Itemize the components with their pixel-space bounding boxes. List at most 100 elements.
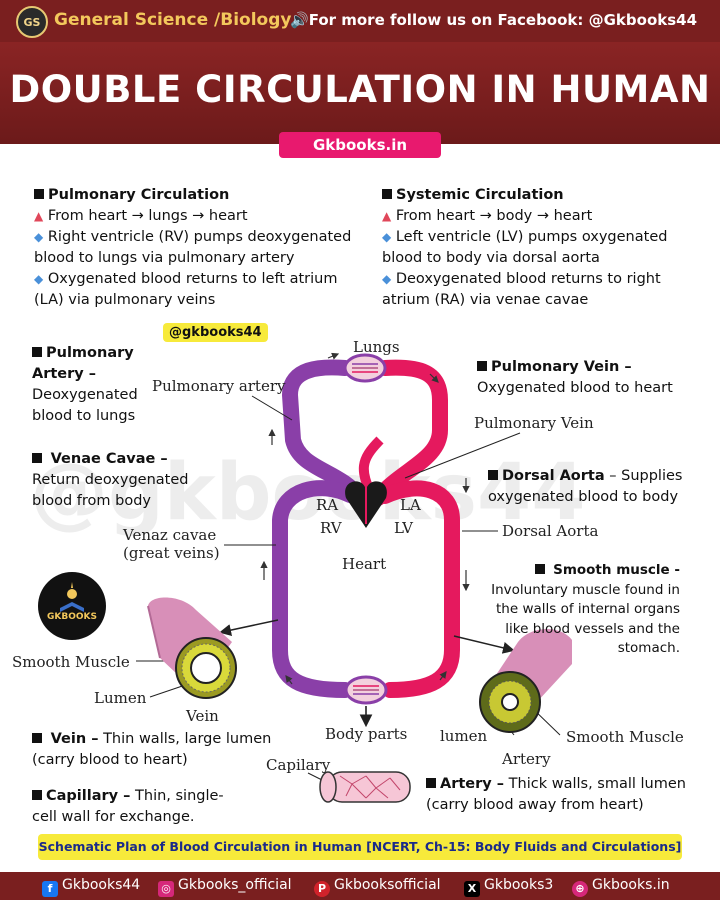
systemic-line-1: From heart → body → heart bbox=[395, 208, 593, 224]
lumen-left-label: Lumen bbox=[94, 689, 147, 707]
artery-note: Artery – Thick walls, small lumen (carry… bbox=[426, 774, 694, 816]
gs-logo-icon: GS bbox=[16, 6, 48, 38]
x-icon: X bbox=[464, 881, 480, 897]
follow-text: 🔊For more follow us on Facebook: @Gkbook… bbox=[290, 11, 697, 29]
smooth-muscle-note: Smooth muscle - Involuntary muscle found… bbox=[484, 561, 680, 659]
website-label: Gkbooks.in bbox=[592, 877, 670, 893]
systemic-circulation-block: Systemic Circulation ▲ From heart → body… bbox=[382, 185, 698, 311]
pulmonary-circulation-block: Pulmonary Circulation ▲ From heart → lun… bbox=[34, 185, 364, 311]
pulmonary-artery-vessel bbox=[281, 359, 368, 506]
bullet-square-icon bbox=[34, 189, 44, 199]
top-bar bbox=[0, 0, 720, 42]
footer-bar bbox=[0, 872, 720, 900]
smooth-muscle-note-text: Involuntary muscle found in the walls of… bbox=[491, 581, 680, 657]
instagram-icon: ◎ bbox=[158, 881, 174, 897]
dorsal-aorta-note: Dorsal Aorta – Supplies oxygenated blood… bbox=[488, 466, 700, 508]
pulmonary-artery-label: Pulmonary artery bbox=[152, 377, 286, 395]
dorsal-aorta-vessel bbox=[377, 480, 460, 698]
page-title: DOUBLE CIRCULATION IN HUMAN bbox=[9, 68, 711, 111]
pulmonary-artery-note: Pulmonary Artery – Deoxygenated blood to… bbox=[32, 343, 162, 427]
dorsal-aorta-label: Dorsal Aorta bbox=[502, 522, 599, 540]
ra-label: RA bbox=[316, 496, 339, 514]
title-band bbox=[0, 42, 720, 144]
pulmonary-vein-vessel bbox=[370, 359, 448, 506]
pulmonary-vein-note-heading: Pulmonary Vein – bbox=[491, 359, 632, 375]
artery-cross-section bbox=[479, 628, 572, 733]
venae-cavae-vessel bbox=[272, 480, 358, 698]
venae-cavae-note-heading: Venae Cavae – bbox=[50, 451, 168, 467]
pinterest-label: Gkbooksofficial bbox=[334, 877, 441, 893]
vein-note: Vein – Thin walls, large lumen (carry bl… bbox=[32, 729, 272, 771]
bullet-square-icon bbox=[382, 189, 392, 199]
capillary-illustration bbox=[319, 771, 411, 803]
systemic-circulation-heading: Systemic Circulation bbox=[396, 187, 564, 203]
pulmonary-artery-note-heading: Pulmonary Artery – bbox=[32, 345, 134, 382]
subject-label: General Science /Biology bbox=[54, 10, 292, 30]
dorsal-aorta-note-text: – Supplies oxygenated blood to body bbox=[488, 468, 683, 505]
systemic-line-2: Left ventricle (LV) pumps oxygenated blo… bbox=[382, 229, 668, 266]
site-badge[interactable]: Gkbooks.in bbox=[279, 132, 441, 158]
facebook-icon: f bbox=[42, 881, 58, 897]
pulmonary-line-2: Right ventricle (RV) pumps deoxygenated … bbox=[34, 229, 352, 266]
vein-note-text: Thin walls, large lumen (carry blood to … bbox=[32, 731, 272, 768]
heart-label: Heart bbox=[342, 555, 387, 573]
pulmonary-vein-note-text: Oxygenated blood to heart bbox=[477, 380, 673, 396]
triangle-bullet-icon: ▲ bbox=[34, 209, 44, 223]
speaker-icon: 🔊 bbox=[290, 11, 309, 29]
capilary-label: Capilary bbox=[266, 756, 331, 774]
gkbooks-logo-icon: GKBOOKS bbox=[38, 572, 106, 640]
pulmonary-line-1: From heart → lungs → heart bbox=[47, 208, 248, 224]
pulmonary-line-3: Oxygenated blood returns to left atrium … bbox=[34, 271, 338, 308]
bullet-square-icon bbox=[32, 790, 42, 800]
artery-label: Artery bbox=[502, 750, 551, 768]
vein-cross-section bbox=[147, 597, 237, 699]
x-label: Gkbooks3 bbox=[484, 877, 554, 893]
systemic-line-3: Deoxygenated blood returns to right atri… bbox=[382, 271, 661, 308]
vein-note-heading: Vein – bbox=[50, 731, 99, 747]
pinterest-icon: P bbox=[314, 881, 330, 897]
bullet-square-icon bbox=[488, 470, 498, 480]
artery-note-heading: Artery – bbox=[440, 776, 505, 792]
circulation-diagram bbox=[136, 352, 572, 803]
pulmonary-artery-note-text: Deoxygenated blood to lungs bbox=[32, 387, 138, 424]
globe-icon: ⊕ bbox=[572, 881, 588, 897]
lumen-right-label: lumen bbox=[440, 727, 488, 745]
diagram-caption: Schematic Plan of Blood Circulation in H… bbox=[38, 834, 682, 860]
diamond-bullet-icon: ◆ bbox=[34, 230, 44, 244]
rv-label: RV bbox=[320, 519, 342, 537]
bullet-square-icon bbox=[32, 347, 42, 357]
smooth-muscle-note-heading: Smooth muscle - bbox=[553, 562, 680, 578]
follow-label: For more follow us on Facebook: @Gkbooks… bbox=[308, 11, 698, 29]
artery-note-text: Thick walls, small lumen (carry blood aw… bbox=[426, 776, 686, 813]
pulmonary-vein-note: Pulmonary Vein – Oxygenated blood to hea… bbox=[477, 357, 697, 399]
triangle-bullet-icon: ▲ bbox=[382, 209, 392, 223]
facebook-label: Gkbooks44 bbox=[62, 877, 141, 893]
pulmonary-circulation-heading: Pulmonary Circulation bbox=[48, 187, 230, 203]
smooth-muscle-left-label: Smooth Muscle bbox=[12, 653, 130, 671]
la-label: LA bbox=[400, 496, 421, 514]
bullet-square-icon bbox=[426, 778, 436, 788]
capillary-note: Capillary – Thin, single-cell wall for e… bbox=[32, 786, 232, 828]
lv-label: LV bbox=[394, 519, 414, 537]
instagram-label: Gkbooks_official bbox=[178, 877, 292, 893]
instagram-link[interactable]: ◎Gkbooks_official bbox=[158, 877, 292, 897]
vein-label: Vein bbox=[186, 707, 219, 725]
venaz-cavae-label: Venaz cavae bbox=[123, 526, 217, 544]
bullet-square-icon bbox=[32, 733, 42, 743]
venae-cavae-note: Venae Cavae – Return deoxygenated blood … bbox=[32, 449, 212, 512]
diamond-bullet-icon: ◆ bbox=[382, 272, 392, 286]
diamond-bullet-icon: ◆ bbox=[382, 230, 392, 244]
handle-badge: @gkbooks44 bbox=[163, 323, 268, 342]
bullet-square-icon bbox=[32, 453, 42, 463]
bullet-square-icon bbox=[477, 361, 487, 371]
diamond-bullet-icon: ◆ bbox=[34, 272, 44, 286]
venae-cavae-note-text: Return deoxygenated blood from body bbox=[32, 472, 189, 509]
website-link[interactable]: ⊕Gkbooks.in bbox=[572, 877, 670, 897]
bullet-square-icon bbox=[534, 564, 545, 574]
capillary-note-text: Thin, single-cell wall for exchange. bbox=[32, 788, 224, 825]
great-veins-label: (great veins) bbox=[123, 544, 220, 562]
gkbooks-logo-text: GKBOOKS bbox=[47, 612, 97, 622]
